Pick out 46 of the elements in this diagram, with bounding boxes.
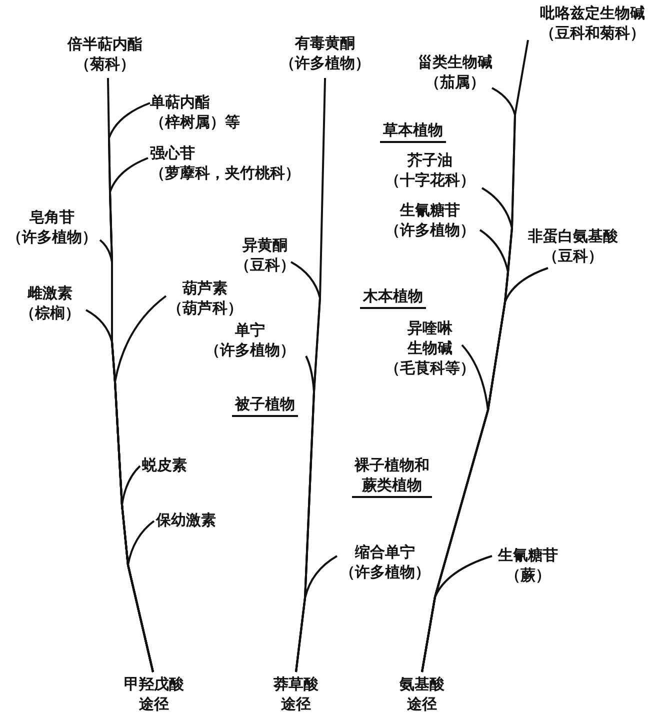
family-label: （毛茛科等） — [385, 358, 475, 378]
family-label: （许多植物） — [280, 53, 370, 73]
compound-label: 倍半萜内酯 — [68, 34, 142, 54]
branch-line — [421, 555, 492, 672]
family-label: （菊科） — [75, 54, 135, 74]
compound-label: 单萜内酯 — [150, 92, 210, 112]
compound-label: 异黄酮 — [242, 235, 288, 255]
compound-label: 缩合单宁 — [355, 542, 415, 562]
compound-label: 生氰糖苷 — [498, 545, 558, 565]
compound-label: 甾类生物碱 — [418, 52, 492, 72]
compound-label: 皂角苷 — [30, 207, 74, 227]
pathway-label: 甲羟戊酸途径 — [123, 674, 185, 714]
family-label: （萝藦科，夹竹桃科） — [150, 163, 300, 183]
pathway-label: 莽草酸途径 — [272, 674, 320, 714]
group-label: 裸子植物和蕨类植物 — [352, 455, 432, 498]
group-label: 草本植物 — [380, 120, 446, 143]
compound-label: 葫芦素 — [182, 278, 228, 298]
compound-label: 蜕皮素 — [142, 455, 187, 475]
family-label: （豆科） — [235, 255, 295, 275]
pathway-label: 氨基酸途径 — [398, 674, 446, 714]
branch-line — [295, 555, 338, 672]
family-label: （十字花科） — [385, 170, 475, 190]
family-label: （茄属） — [425, 72, 485, 92]
family-label: （豆科） — [543, 246, 603, 266]
family-label: （葫芦科） — [168, 298, 242, 318]
compound-label: 单宁 — [235, 320, 265, 340]
compound-label: 异喹啉生物碱 — [406, 318, 454, 358]
family-label: （许多植物） — [205, 340, 295, 360]
family-label: （许多植物） — [385, 220, 475, 240]
compound-label: 有毒黄酮 — [295, 33, 355, 53]
branch-line — [127, 520, 155, 672]
family-label: （许多植物） — [340, 562, 430, 582]
family-label: （豆科和菊科） — [540, 23, 645, 43]
compound-label: 吡咯兹定生物碱 — [540, 3, 645, 23]
group-label: 木本植物 — [360, 286, 426, 309]
compound-label: 非蛋白氨基酸 — [528, 226, 618, 246]
compound-label: 雌激素 — [28, 283, 72, 303]
group-label: 被子植物 — [232, 394, 298, 417]
compound-label: 强心苷 — [150, 143, 195, 163]
family-label: （棕榈） — [20, 303, 80, 323]
compound-label: 生氰糖苷 — [400, 200, 460, 220]
compound-label: 芥子油 — [408, 150, 452, 170]
compound-label: 保幼激素 — [156, 510, 216, 530]
family-label: （许多植物） — [7, 227, 97, 247]
family-label: （蕨） — [506, 565, 550, 585]
family-label: （梓树属）等 — [150, 112, 240, 132]
